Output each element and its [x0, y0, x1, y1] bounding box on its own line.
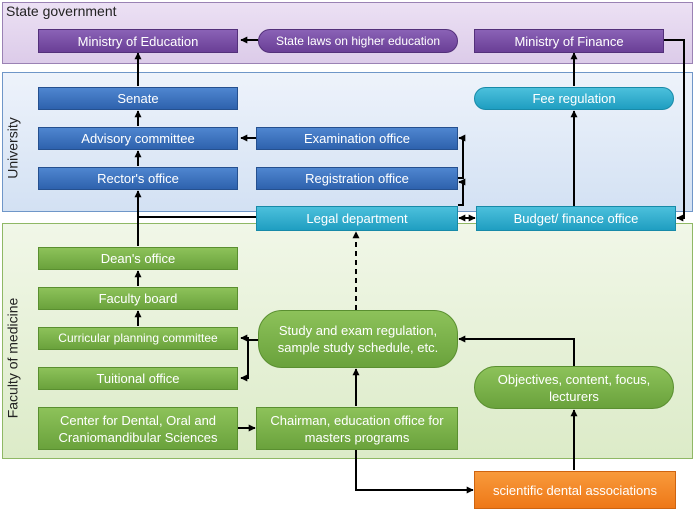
- curricular-planning-committee-node: Curricular planning committee: [38, 327, 238, 350]
- objectives-content-node: Objectives, content, focus, lecturers: [474, 366, 674, 409]
- rectors-office-node: Rector's office: [38, 167, 238, 190]
- arrow-legal-to-registration: [458, 178, 466, 206]
- advisory-committee-node: Advisory committee: [38, 127, 238, 150]
- tuitional-office-node: Tuitional office: [38, 367, 238, 390]
- arrow-ministry-finance-to-budget: [664, 39, 685, 222]
- faculty-board-node: Faculty board: [38, 287, 238, 310]
- state-laws-node: State laws on higher education: [258, 29, 458, 53]
- ministry-of-finance-node: Ministry of Finance: [474, 29, 664, 53]
- center-dental-oral-node: Center for Dental, Oral and Craniomandib…: [38, 407, 238, 450]
- arrow-registration-to-exam: [458, 134, 466, 179]
- arrow-bracket-to-tuitional: [240, 340, 249, 382]
- examination-office-node: Examination office: [256, 127, 458, 150]
- ministry-of-education-node: Ministry of Education: [38, 29, 238, 53]
- arrow-bracket-to-curricular: [240, 334, 249, 342]
- study-and-exam-regulation-node: Study and exam regulation, sample study …: [258, 310, 458, 368]
- chairman-education-office-node: Chairman, education office for masters p…: [256, 407, 458, 450]
- scientific-dental-associations-node: scientific dental associations: [474, 471, 676, 509]
- registration-office-node: Registration office: [256, 167, 458, 190]
- arrow-objectives-to-study: [458, 335, 575, 366]
- fee-regulation-node: Fee regulation: [474, 87, 674, 110]
- budget-finance-office-node: Budget/ finance office: [476, 206, 676, 231]
- senate-node: Senate: [38, 87, 238, 110]
- state-government-label: State government: [6, 3, 117, 19]
- legal-department-node: Legal department: [256, 206, 458, 231]
- deans-office-node: Dean's office: [38, 247, 238, 270]
- arrow-chairman-to-associations: [355, 450, 474, 494]
